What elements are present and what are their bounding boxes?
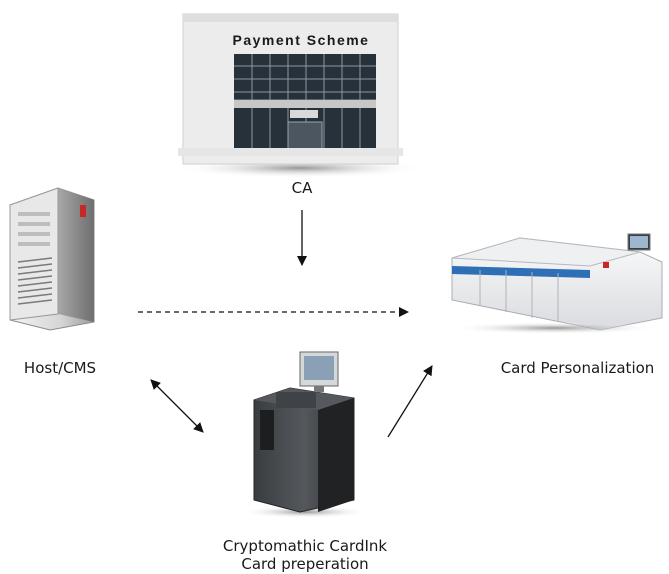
card-preparation-label: Card preperation [241,555,369,573]
host-cms-label: Host/CMS [23,359,97,377]
ca-label: CA [291,179,313,197]
building-sign: Payment Scheme [233,32,370,48]
cryptomathic-workstation-icon [240,351,370,518]
arrow-host-cryptomathic-bidirectional [150,379,204,433]
card-personalization-label: Card Personalization [500,359,655,377]
host-server-icon [9,187,95,331]
card-personalization-machine-icon [450,233,663,334]
door-sign [290,110,318,118]
payment-scheme-building: Payment Scheme [175,13,425,178]
arrow-cryptomathic-to-personalization [387,365,433,438]
cryptomathic-cardink-label: Cryptomathic CardInk [222,537,388,555]
